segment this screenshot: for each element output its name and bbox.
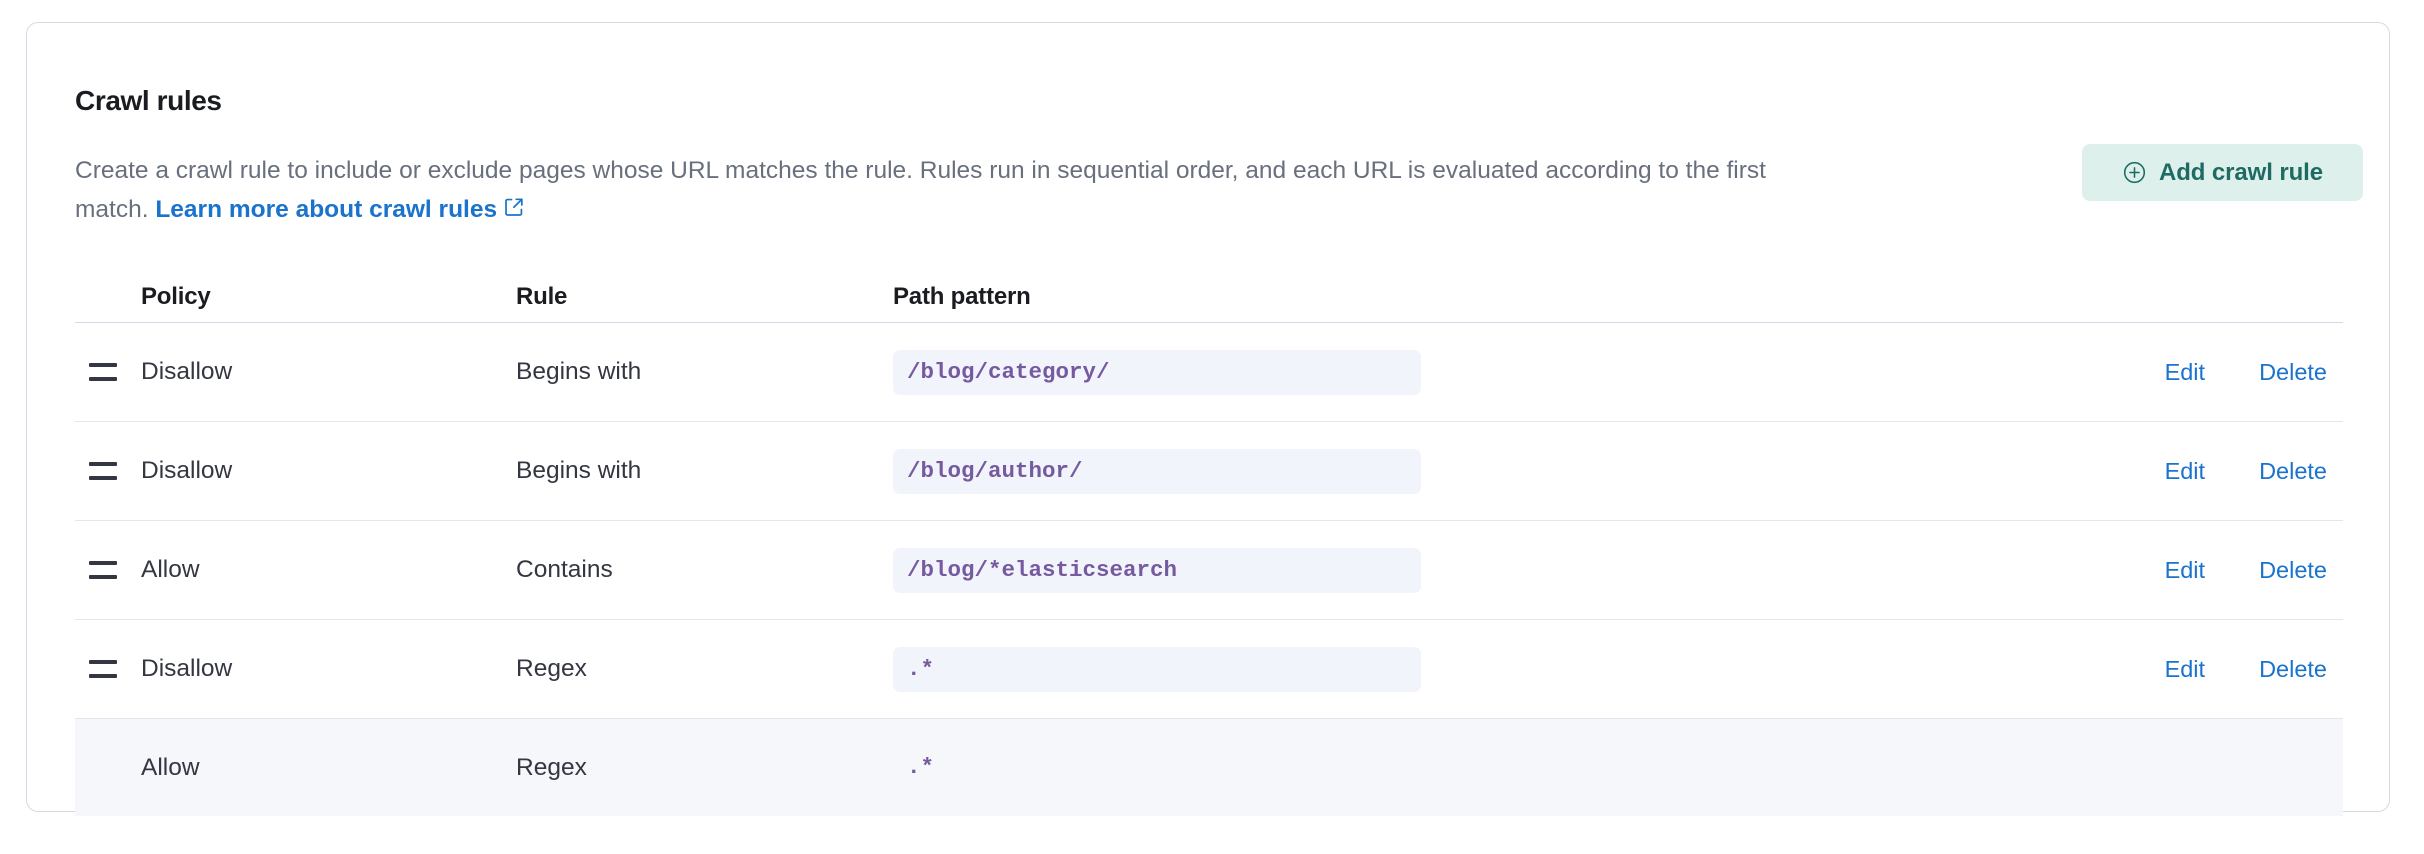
cell-path-pattern: /blog/author/ <box>893 448 1923 494</box>
learn-more-label: Learn more about crawl rules <box>155 196 498 223</box>
cell-policy: Allow <box>141 556 200 583</box>
cell-rule: Regex <box>516 753 587 781</box>
path-pattern-code: .* <box>893 646 1421 692</box>
row-drag-cell[interactable] <box>75 561 141 579</box>
external-link-icon <box>503 191 525 230</box>
delete-link[interactable]: Delete <box>2259 655 2327 682</box>
page-title: Crawl rules <box>75 85 222 116</box>
row-drag-cell[interactable] <box>75 363 141 381</box>
path-pattern-code: /blog/author/ <box>893 448 1421 494</box>
description-text: Create a crawl rule to include or exclud… <box>75 157 1766 223</box>
cell-path-pattern: /blog/*elasticsearch <box>893 547 1923 593</box>
cell-policy: Disallow <box>141 655 233 682</box>
row-actions: Edit Delete <box>1923 557 2343 584</box>
table-row: Disallow Begins with /blog/category/ Edi… <box>75 323 2343 422</box>
drag-handle-icon[interactable] <box>89 462 117 480</box>
row-actions: Edit Delete <box>1923 359 2343 386</box>
cell-path-pattern: /blog/category/ <box>893 349 1923 395</box>
cell-rule: Regex <box>516 655 587 682</box>
row-actions: Edit Delete <box>1923 458 2343 485</box>
drag-handle-icon[interactable] <box>89 660 117 678</box>
crawl-rules-card: Crawl rules Create a crawl rule to inclu… <box>26 22 2390 816</box>
crawl-rules-table: Policy Rule Path pattern Disallow Begins… <box>75 271 2343 816</box>
delete-link[interactable]: Delete <box>2259 556 2327 583</box>
delete-link[interactable]: Delete <box>2259 457 2327 484</box>
table-row: Allow Contains /blog/*elasticsearch Edit… <box>75 521 2343 620</box>
column-header-path-pattern: Path pattern <box>893 282 1031 310</box>
table-row: Disallow Begins with /blog/author/ Edit … <box>75 422 2343 521</box>
plus-circle-icon <box>2122 160 2147 185</box>
cell-rule: Begins with <box>516 457 642 484</box>
row-drag-cell[interactable] <box>75 660 141 678</box>
row-actions: Edit Delete <box>1923 656 2343 683</box>
cell-rule: Begins with <box>516 358 642 385</box>
delete-link[interactable]: Delete <box>2259 358 2327 385</box>
learn-more-link[interactable]: Learn more about crawl rules <box>155 196 497 223</box>
table-row-default: Allow Regex .* <box>75 719 2343 816</box>
edit-link[interactable]: Edit <box>2164 457 2206 484</box>
column-header-policy: Policy <box>141 282 211 310</box>
edit-link[interactable]: Edit <box>2164 358 2206 385</box>
path-pattern-code: /blog/*elasticsearch <box>893 547 1421 593</box>
drag-handle-icon[interactable] <box>89 561 117 579</box>
cell-policy: Disallow <box>141 358 233 385</box>
drag-handle-icon[interactable] <box>89 363 117 381</box>
cell-policy: Allow <box>141 753 200 781</box>
column-header-rule: Rule <box>516 282 568 310</box>
path-pattern-code: .* <box>907 754 935 780</box>
cell-path-pattern: .* <box>893 745 1923 790</box>
row-drag-cell[interactable] <box>75 462 141 480</box>
table-row: Disallow Regex .* Edit Delete <box>75 620 2343 719</box>
edit-link[interactable]: Edit <box>2164 556 2206 583</box>
cell-rule: Contains <box>516 556 613 583</box>
cell-policy: Disallow <box>141 457 233 484</box>
cell-path-pattern: .* <box>893 646 1923 692</box>
add-crawl-rule-label: Add crawl rule <box>2159 158 2323 186</box>
edit-link[interactable]: Edit <box>2164 655 2206 682</box>
add-crawl-rule-button[interactable]: Add crawl rule <box>2082 144 2363 201</box>
path-pattern-code: /blog/category/ <box>893 349 1421 395</box>
table-header-row: Policy Rule Path pattern <box>75 271 2343 323</box>
crawl-rules-description: Create a crawl rule to include or exclud… <box>75 151 1775 230</box>
